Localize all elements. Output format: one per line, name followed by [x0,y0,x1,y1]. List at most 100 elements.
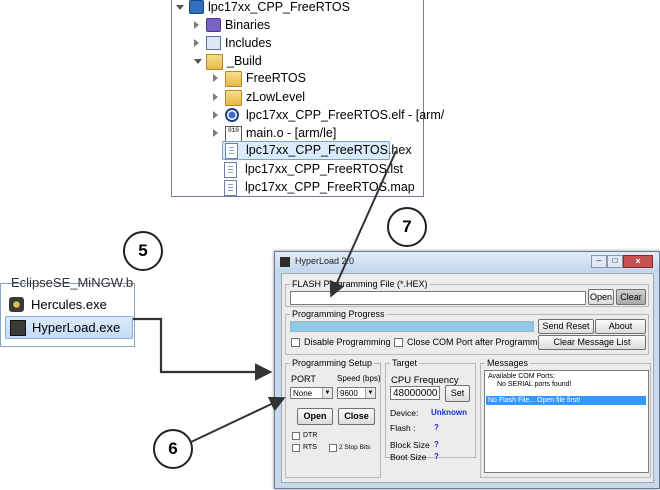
close-port-button[interactable]: Close [338,408,375,425]
cpu-frequency-input[interactable]: 48000000 [390,386,440,400]
about-button[interactable]: About [595,319,646,334]
port-value: None [293,389,313,398]
tree-item-label: Includes [225,36,272,50]
folder-open-icon [206,54,223,70]
collapse-arrow-icon[interactable] [176,5,184,10]
dtr-checkbox[interactable] [292,432,300,440]
expand-arrow-icon[interactable] [213,74,218,82]
tree-item-label: main.o - [arm/le] [246,126,337,140]
project-icon [189,0,204,14]
folder-icon [225,90,242,106]
progress-group: Programming Progress [285,309,649,355]
hercules-icon [9,297,24,312]
list-item-hyperload[interactable]: HyperLoad.exe [5,316,133,339]
message-line-selected[interactable]: No Flash File... Open file first! [486,396,646,405]
two-stop-bits-label: 2 Stop Bits [339,444,371,451]
collapse-arrow-icon[interactable] [194,59,202,64]
expand-arrow-icon[interactable] [213,93,218,101]
expand-arrow-icon[interactable] [213,111,218,119]
app-icon [280,257,290,267]
folder-icon [225,71,242,87]
expand-arrow-icon[interactable] [194,21,199,29]
messages-group: Messages [480,358,651,478]
tree-item-label: lpc17xx_CPP_FreeRTOS.elf - [arm/ [246,108,445,122]
list-item-label: Hercules.exe [31,297,107,312]
setup-legend: Programming Setup [292,358,373,368]
file-list: EclipseSE_MiNGW.b Hercules.exe HyperLoad… [0,275,135,347]
flash-file-legend: FLASH Programming File (*.HEX) [292,279,428,289]
hex-file-input[interactable] [290,291,586,305]
expand-arrow-icon[interactable] [213,129,218,137]
list-item-partial[interactable]: EclipseSE_MiNGW.b [11,275,134,290]
step-7-marker: 7 [387,207,427,247]
file-icon [224,180,237,196]
send-reset-button[interactable]: Send Reset [538,319,594,334]
close-com-checkbox[interactable] [394,338,403,347]
clear-file-button[interactable]: Clear [616,289,646,305]
speed-value: 9600 [340,389,358,398]
arrow-step6-to-port [190,396,286,443]
tree-item-label: lpc17xx_CPP_FreeRTOS.hex [246,143,412,157]
list-item-hercules[interactable]: Hercules.exe [7,294,131,315]
tree-item-hex[interactable]: lpc17xx_CPP_FreeRTOS.hex [222,141,412,160]
message-line: No SERIAL ports found! [497,381,572,388]
minimize-icon[interactable]: – [591,255,607,268]
open-port-button[interactable]: Open [297,408,333,425]
disable-programming-label: Disable Programming [304,337,391,347]
clear-message-list-button[interactable]: Clear Message List [538,335,646,350]
close-com-label: Close COM Port after Programming [407,337,550,347]
includes-icon [206,36,221,50]
programming-progress-bar [290,321,534,332]
tree-item-label: Binaries [225,18,271,32]
expand-arrow-icon[interactable] [194,39,199,47]
disable-programming-checkbox[interactable] [291,338,300,347]
dropdown-arrow-icon[interactable]: ▼ [365,388,375,398]
message-line: Available COM Ports: [488,373,555,380]
maximize-icon[interactable]: □ [607,255,623,268]
port-select[interactable]: None ▼ [290,387,333,399]
hyperload-icon [10,320,26,336]
list-item-label: HyperLoad.exe [32,320,121,335]
flash-value: ? [434,423,439,432]
messages-listbox[interactable]: Available COM Ports: No SERIAL ports fou… [484,370,649,473]
client-area: FLASH Programming File (*.HEX) Open Clea… [281,273,654,483]
port-label: PORT [291,374,316,384]
arrow-hex-to-input [329,150,397,298]
tree-item-label: FreeRTOS [246,71,306,85]
block-size-label: Block Size [390,440,430,450]
flash-file-group: FLASH Programming File (*.HEX) [285,279,649,307]
window-title: HyperLoad 2.0 [295,256,355,266]
progress-legend: Programming Progress [292,309,385,319]
two-stop-bits-checkbox[interactable] [329,444,337,452]
project-label: lpc17xx_CPP_FreeRTOS [208,0,350,14]
programming-setup-group: Programming Setup [285,358,381,478]
boot-size-value: ? [434,452,439,461]
binary-file-icon: 010 [225,126,242,142]
file-icon [225,143,238,159]
project-explorer-tree: lpc17xx_CPP_FreeRTOS Binaries Includes _… [171,0,444,197]
file-icon [224,162,237,178]
close-window-icon[interactable]: × [623,255,653,268]
block-size-value: ? [434,440,439,449]
open-file-button[interactable]: Open [588,289,614,305]
dtr-label: DTR [303,432,318,439]
device-value: Unknown [431,408,467,417]
set-frequency-button[interactable]: Set [445,385,470,402]
rts-checkbox[interactable] [292,444,300,452]
tree-item-label: _Build [227,54,262,68]
progress-fill [291,322,533,331]
tree-item-label: lpc17xx_CPP_FreeRTOS.lst [245,162,403,176]
speed-select[interactable]: 9600 ▼ [337,387,376,399]
title-bar[interactable]: HyperLoad 2.0 – □ × [275,252,659,272]
step-6-marker: 6 [153,429,193,469]
messages-legend: Messages [487,358,529,368]
tree-item-label: lpc17xx_CPP_FreeRTOS.map [245,180,415,194]
gear-icon [225,108,239,122]
tree-item-label: zLowLevel [246,90,306,104]
boot-size-label: Boot Size [390,452,427,462]
arrow-exe-to-window [133,317,273,381]
target-group: Target [385,358,476,458]
dropdown-arrow-icon[interactable]: ▼ [322,388,332,398]
flash-label: Flash : [390,423,416,433]
